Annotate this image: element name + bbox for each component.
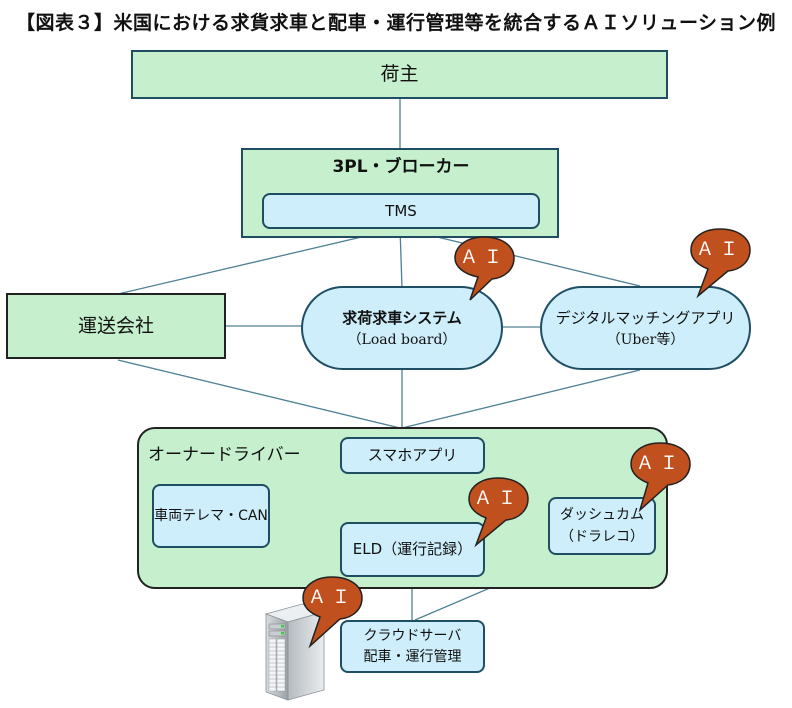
eld-label: ELD（運行記録） (352, 540, 473, 559)
line-tms-loadboard (399, 227, 403, 289)
ai-bubble-dashcam: ＡＩ (628, 440, 692, 513)
dashcam-line2: （ドラレコ） (560, 529, 644, 545)
smartphone-app-label: スマホアプリ (367, 446, 458, 465)
digital-matching-subtitle: （Uber等） (606, 332, 685, 349)
line-carrier-owner (117, 359, 401, 429)
ai-label: ＡＩ (474, 488, 522, 509)
eld-box: ELD（運行記録） (340, 522, 485, 577)
tms-label: TMS (385, 201, 417, 220)
carrier-label: 運送会社 (77, 314, 154, 337)
ai-bubble-digital-matching: ＡＩ (688, 226, 752, 299)
telematics-box: 車両テレマ・CAN (152, 484, 270, 548)
shipper-box: 荷主 (131, 50, 668, 99)
load-board-title: 求荷求車システム (342, 308, 462, 327)
ai-label: ＡＩ (308, 587, 356, 608)
telematics-label: 車両テレマ・CAN (154, 507, 268, 524)
ai-bubble-load-board: ＡＩ (452, 234, 516, 304)
dashcam-line1: ダッシュカム (560, 506, 644, 523)
digital-matching-box: デジタルマッチングアプリ （Uber等） (540, 286, 751, 370)
load-board-subtitle: （Load board） (347, 332, 457, 349)
smartphone-app-box: スマホアプリ (340, 437, 485, 474)
ai-label: ＡＩ (636, 453, 684, 474)
ai-bubble-eld: ＡＩ (466, 475, 530, 548)
cloud-server-line1: クラウドサーバ (363, 627, 462, 644)
cloud-server-box: クラウドサーバ 配車・運行管理 (340, 620, 485, 673)
ai-label: ＡＩ (696, 239, 744, 260)
figure-title: 【図表３】米国における求貨求車と配車・運行管理等を統合するＡＩソリューション例 (15, 12, 777, 34)
shipper-label: 荷主 (380, 63, 419, 86)
ai-label: ＡＩ (460, 247, 508, 268)
cloud-server-line2: 配車・運行管理 (363, 648, 462, 665)
dashcam-box: ダッシュカム （ドラレコ） (548, 497, 656, 555)
owner-driver-label: オーナードライバー (148, 445, 301, 465)
carrier-box: 運送会社 (6, 293, 226, 359)
load-board-box: 求荷求車システム （Load board） (301, 286, 503, 370)
line-tms-carrier (117, 227, 401, 295)
line-matching-owner (401, 369, 641, 429)
ai-bubble-server: ＡＩ (300, 574, 364, 649)
broker-label: 3PL・ブローカー (332, 157, 470, 177)
digital-matching-title: デジタルマッチングアプリ (555, 308, 736, 327)
tms-box: TMS (262, 193, 540, 229)
